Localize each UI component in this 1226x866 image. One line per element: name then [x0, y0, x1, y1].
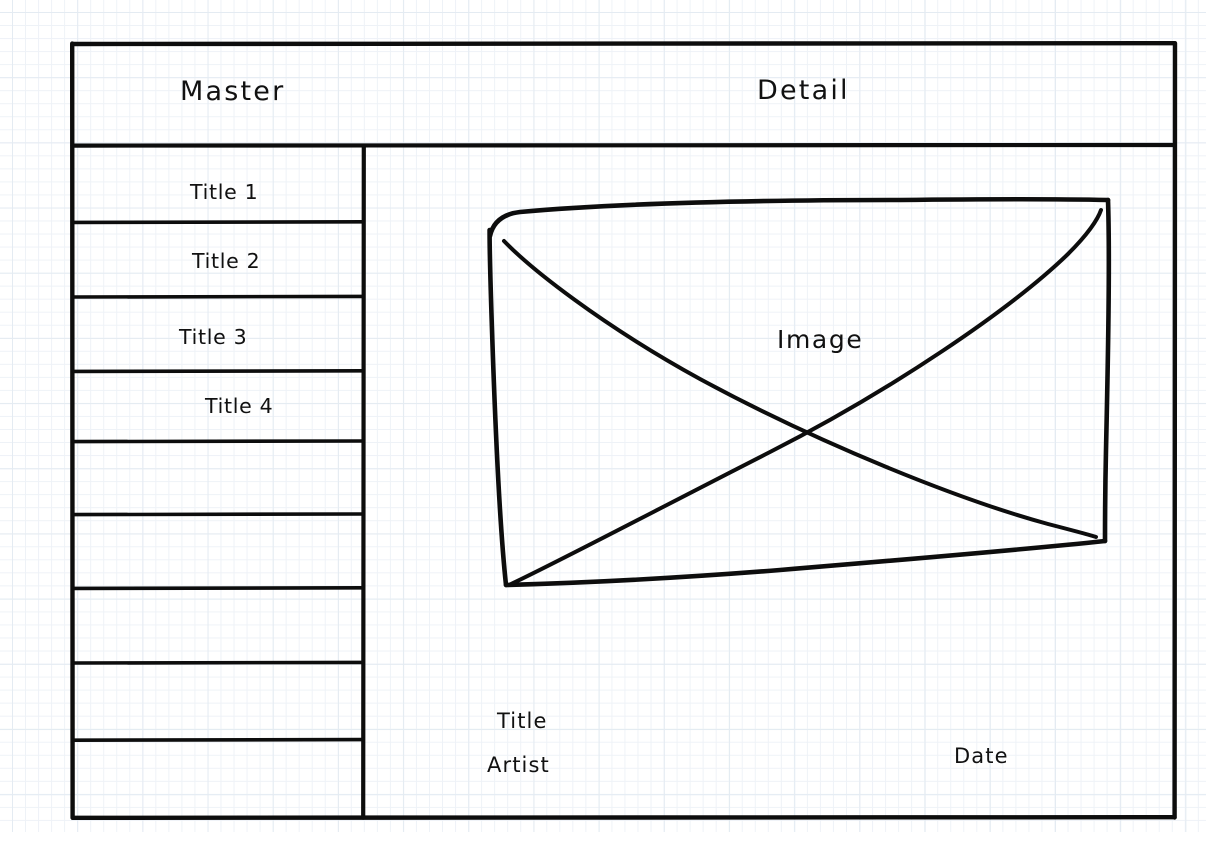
master-row-separators — [71, 220, 365, 742]
outer-frame — [70, 41, 1178, 820]
grid-bleed-mask-right — [1206, 0, 1226, 866]
detail-artist-label: Artist — [487, 753, 550, 777]
list-item-label: Title 2 — [192, 249, 261, 273]
list-item[interactable]: Title 2 — [74, 223, 362, 296]
detail-date-label: Date — [954, 744, 1009, 768]
list-item[interactable] — [74, 516, 362, 587]
image-placeholder-label: Image — [777, 325, 864, 354]
header-divider — [70, 142, 1177, 148]
list-item-label: Title 3 — [179, 325, 248, 349]
master-detail-divider — [361, 143, 366, 820]
list-item[interactable] — [74, 664, 362, 739]
list-item[interactable]: Title 4 — [74, 372, 362, 440]
image-placeholder-box — [487, 196, 1112, 588]
detail-title-label: Title — [497, 709, 548, 733]
grid-bleed-mask-bottom — [0, 832, 1226, 866]
list-item-label: Title 1 — [190, 180, 259, 204]
list-item[interactable] — [74, 741, 362, 816]
detail-panel-header: Detail — [757, 75, 850, 106]
list-item[interactable] — [74, 443, 362, 513]
master-panel-header: Master — [180, 76, 286, 107]
image-placeholder-cross-icon — [502, 208, 1103, 587]
list-item[interactable] — [74, 590, 362, 662]
list-item[interactable]: Title 3 — [74, 298, 362, 370]
list-item-label: Title 4 — [205, 394, 274, 418]
list-item[interactable]: Title 1 — [74, 147, 362, 221]
